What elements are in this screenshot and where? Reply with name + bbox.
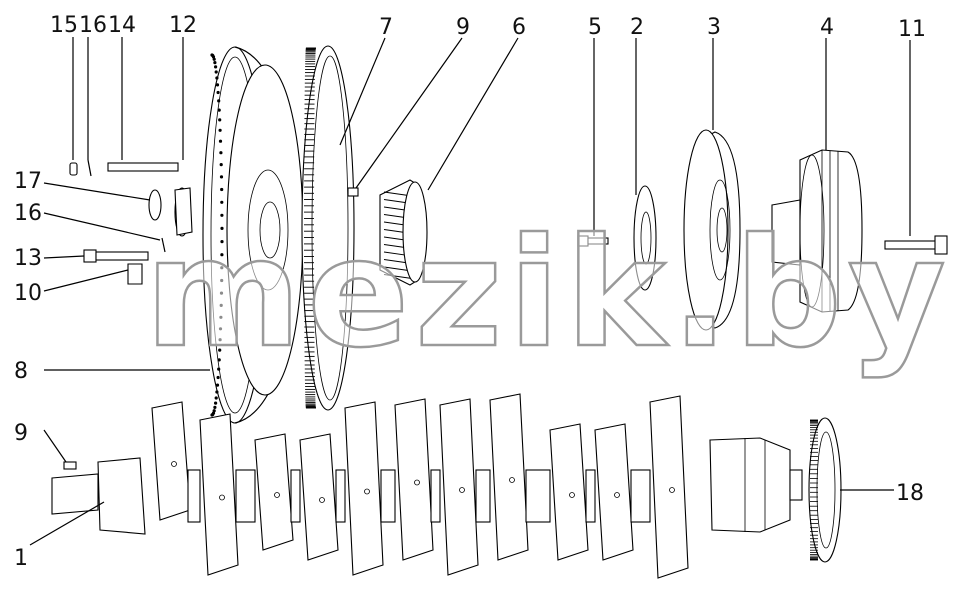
callout-9-bottom: 9 (14, 421, 28, 446)
callout-2: 2 (630, 15, 644, 40)
small-parts (69, 159, 609, 285)
callout-14: 14 (108, 13, 136, 38)
callout-16-top: 16 (79, 13, 107, 38)
callout-15: 15 (50, 13, 78, 38)
crank-gear (379, 179, 428, 286)
callout-3: 3 (707, 15, 721, 40)
callout-12: 12 (169, 13, 197, 38)
callout-6: 6 (512, 15, 526, 40)
callout-18: 18 (896, 481, 924, 506)
callout-7: 7 (379, 15, 393, 40)
crankshaft (51, 393, 803, 579)
thrust-plate (633, 185, 657, 291)
watermark: mezik.by (145, 207, 952, 381)
vibration-damper (683, 129, 741, 331)
callout-11: 11 (898, 17, 926, 42)
pulley (771, 149, 863, 313)
dowel-pin-lower (63, 461, 77, 470)
pulley-bolt (884, 235, 948, 255)
callout-1: 1 (14, 546, 28, 571)
ring-gear (301, 45, 355, 411)
callout-10: 10 (14, 281, 42, 306)
callout-labels: 15 16 14 12 7 9 6 5 2 3 4 11 17 16 13 10… (14, 13, 926, 571)
callout-16-mid: 16 (14, 201, 42, 226)
dowel-pin (347, 187, 359, 197)
leader-lines (29, 37, 911, 546)
timing-gear (808, 417, 842, 563)
callout-13: 13 (14, 246, 42, 271)
callout-5: 5 (588, 15, 602, 40)
flywheel (202, 46, 304, 424)
callout-9-top: 9 (456, 15, 470, 40)
callout-17: 17 (14, 169, 42, 194)
callout-8: 8 (14, 359, 28, 384)
callout-4: 4 (820, 15, 834, 40)
